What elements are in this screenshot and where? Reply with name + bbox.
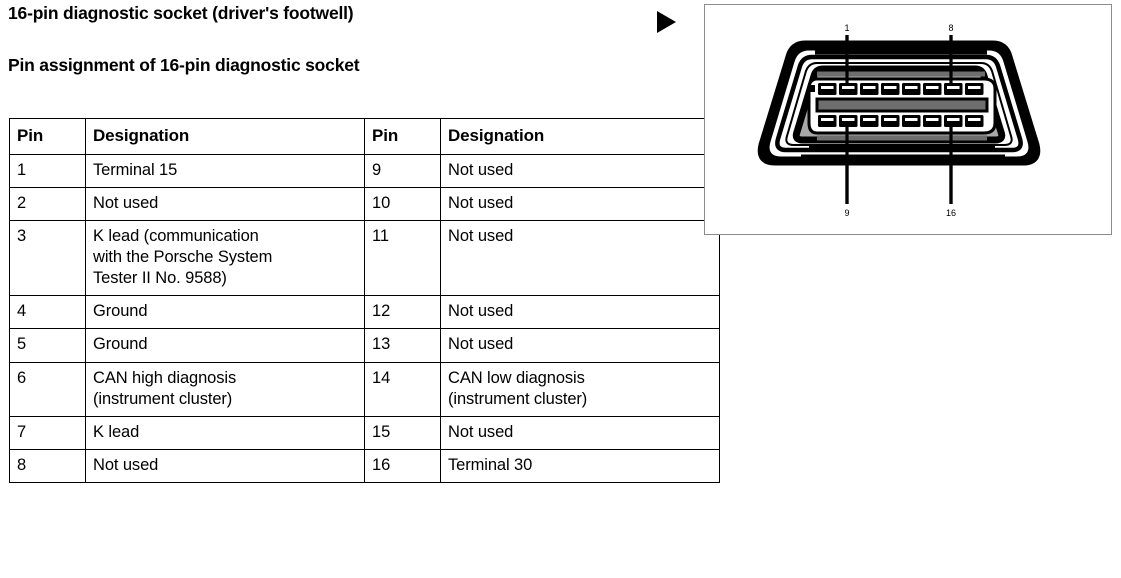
cell-designation-right: Not used <box>440 295 720 330</box>
table-row: 8 Not used 16 Terminal 30 <box>9 448 720 483</box>
table-header-row: Pin Designation Pin Designation <box>9 118 720 155</box>
cell-pin-left: 8 <box>9 448 86 483</box>
diagnostic-socket-figure: 1 8 9 16 <box>704 4 1112 235</box>
column-header-designation-right: Designation <box>440 118 720 155</box>
cell-pin-right: 13 <box>364 328 441 363</box>
cell-designation-left: Terminal 15 <box>85 153 365 188</box>
cell-designation-left: Ground <box>85 295 365 330</box>
cell-designation-right: Not used <box>440 219 720 297</box>
callout-label-top-right: 8 <box>948 23 953 33</box>
column-header-designation-left: Designation <box>85 118 365 155</box>
table-row: 1 Terminal 15 9 Not used <box>9 153 720 188</box>
table-row: 4 Ground 12 Not used <box>9 295 720 330</box>
cell-designation-left: K lead <box>85 415 365 450</box>
cell-pin-left: 2 <box>9 186 86 221</box>
cell-designation-right: Not used <box>440 186 720 221</box>
callout-label-bottom-left: 9 <box>844 208 849 218</box>
cell-designation-left: CAN high diagnosis (instrument cluster) <box>85 361 365 417</box>
column-header-pin-left: Pin <box>9 118 86 155</box>
cell-pin-left: 6 <box>9 361 86 417</box>
cell-pin-right: 9 <box>364 153 441 188</box>
black-right-triangle-icon <box>657 11 676 33</box>
pin-assignment-table: Pin Designation Pin Designation 1 Termin… <box>9 118 720 483</box>
cell-pin-right: 10 <box>364 186 441 221</box>
housing-ribs <box>801 49 1005 160</box>
cell-designation-left: Not used <box>85 448 365 483</box>
table-row: 5 Ground 13 Not used <box>9 328 720 363</box>
cell-pin-left: 3 <box>9 219 86 297</box>
cell-pin-right: 16 <box>364 448 441 483</box>
cell-designation-left: K lead (communication with the Porsche S… <box>85 219 365 297</box>
cell-designation-right: Not used <box>440 153 720 188</box>
cell-pin-left: 4 <box>9 295 86 330</box>
table-row: 7 K lead 15 Not used <box>9 415 720 450</box>
cell-designation-right: CAN low diagnosis (instrument cluster) <box>440 361 720 417</box>
table-row: 6 CAN high diagnosis (instrument cluster… <box>9 361 720 417</box>
cell-pin-right: 12 <box>364 295 441 330</box>
pin-block <box>807 77 997 135</box>
connector-illustration: 1 8 9 16 <box>757 23 1041 218</box>
column-header-pin-right: Pin <box>364 118 441 155</box>
cell-pin-right: 11 <box>364 219 441 297</box>
keying-notch <box>810 85 815 92</box>
cell-pin-left: 1 <box>9 153 86 188</box>
section-title: Pin assignment of 16-pin diagnostic sock… <box>8 55 360 75</box>
cell-designation-right: Not used <box>440 328 720 363</box>
callout-label-top-left: 1 <box>844 23 849 33</box>
cell-pin-left: 5 <box>9 328 86 363</box>
cell-designation-left: Not used <box>85 186 365 221</box>
cell-pin-left: 7 <box>9 415 86 450</box>
table-row: 2 Not used 10 Not used <box>9 186 720 221</box>
pin-block-divider <box>815 97 989 113</box>
cell-pin-right: 15 <box>364 415 441 450</box>
callout-leader-lines-overlay <box>845 35 953 204</box>
cell-designation-right: Terminal 30 <box>440 448 720 483</box>
table-row: 3 K lead (communication with the Porsche… <box>9 219 720 297</box>
callout-label-bottom-right: 16 <box>946 208 956 218</box>
cell-pin-right: 14 <box>364 361 441 417</box>
page-title: 16-pin diagnostic socket (driver's footw… <box>8 3 354 23</box>
cell-designation-right: Not used <box>440 415 720 450</box>
cell-designation-left: Ground <box>85 328 365 363</box>
